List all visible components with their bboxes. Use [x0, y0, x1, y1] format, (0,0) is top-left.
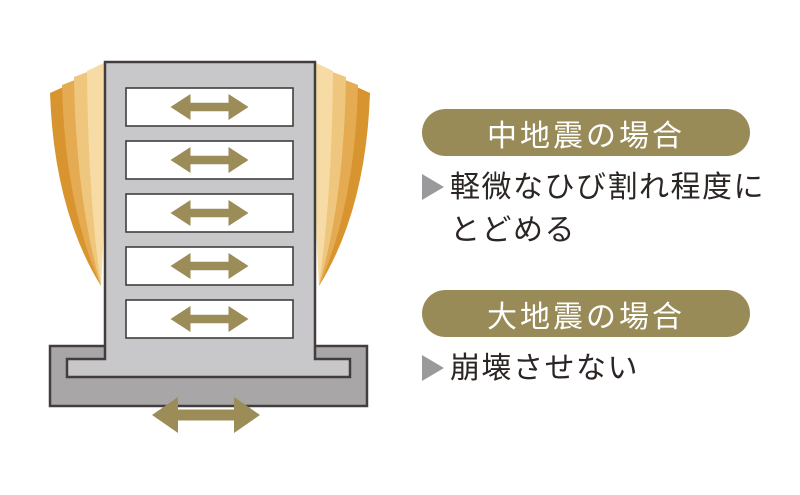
pointer-triangle-icon: [422, 174, 444, 200]
desc-medium-line-1: 軽微なひび割れ程度に: [450, 171, 765, 204]
desc-large-earthquake: 崩壊させない: [422, 347, 639, 390]
floor-sway-arrow-icon: [170, 200, 249, 226]
pointer-triangle-icon: [422, 355, 444, 381]
ground-shake-arrow-icon: [152, 397, 260, 433]
desc-large-earthquake-text: 崩壊させない: [450, 347, 639, 390]
sway-fan-left-icon: [50, 62, 107, 286]
desc-medium-earthquake-text: 軽微なひび割れ程度に とどめる: [450, 166, 765, 252]
floors: [125, 87, 294, 339]
sway-fan-right-icon: [313, 62, 370, 286]
desc-large-line-1: 崩壊させない: [450, 352, 639, 385]
badge-medium-earthquake: 中地震の場合: [422, 109, 750, 156]
desc-medium-earthquake: 軽微なひび割れ程度に とどめる: [422, 166, 765, 252]
badge-medium-earthquake-label: 中地震の場合: [487, 119, 685, 153]
desc-medium-line-2: とどめる: [450, 214, 576, 247]
floor-sway-arrow-icon: [170, 94, 249, 120]
badge-large-earthquake: 大地震の場合: [422, 290, 750, 337]
floor-sway-arrow-icon: [170, 253, 249, 279]
floor-sway-arrow-icon: [170, 306, 249, 332]
floor-sway-arrow-icon: [170, 147, 249, 173]
badge-large-earthquake-label: 大地震の場合: [487, 300, 685, 334]
